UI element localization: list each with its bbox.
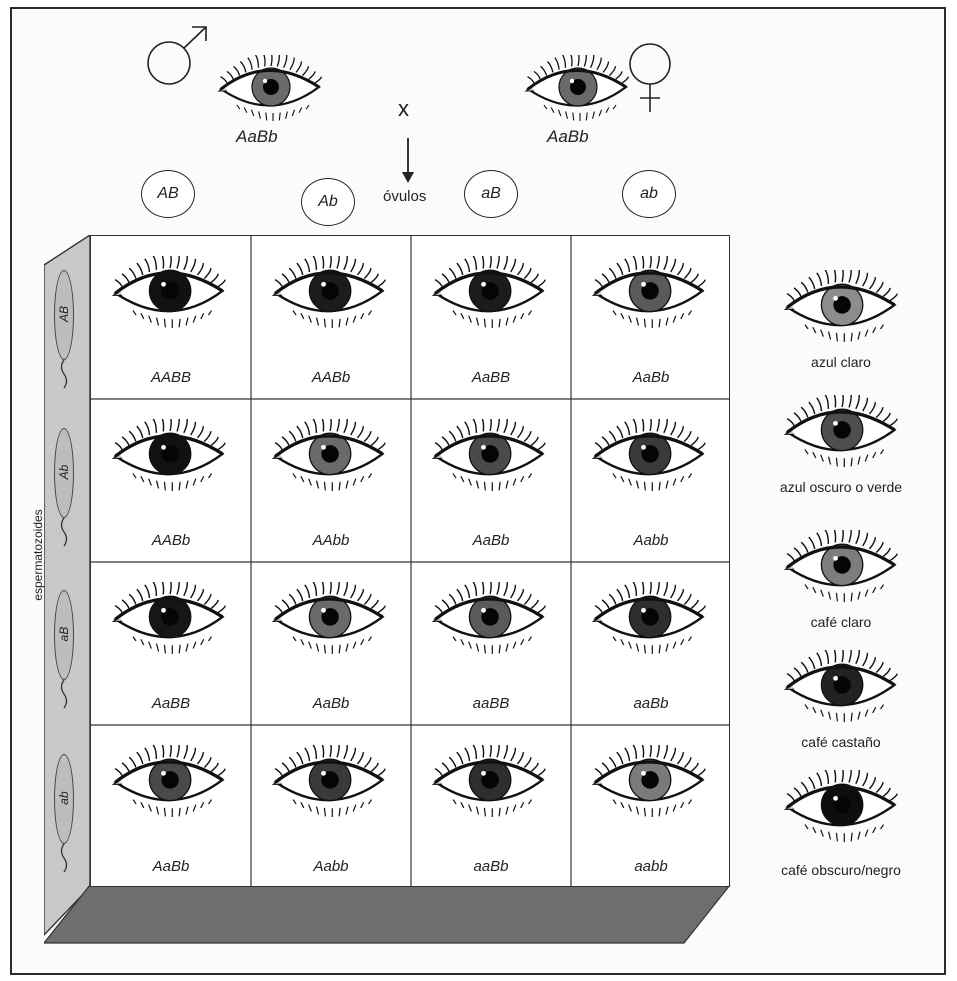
cell-genotype: aaBB xyxy=(411,695,571,712)
punnett-cell: aabb xyxy=(571,725,731,888)
sperm-tail-2 xyxy=(58,518,72,548)
legend-eye-illustration xyxy=(781,650,901,722)
gamete-side-4: ab xyxy=(57,753,71,843)
legend-label: azul claro xyxy=(746,354,936,370)
punnett-cell: AaBb xyxy=(91,725,251,888)
cell-genotype: aaBb xyxy=(571,695,731,712)
punnett-cell: AABB xyxy=(91,236,251,399)
cell-genotype: aabb xyxy=(571,858,731,875)
down-arrow-icon xyxy=(401,138,415,184)
cell-genotype: AABb xyxy=(91,532,251,549)
female-genotype-label: AaBb xyxy=(547,127,589,147)
punnett-cell: aaBB xyxy=(411,562,571,725)
parent-eye-female xyxy=(522,55,632,121)
eye-illustration xyxy=(429,256,549,328)
sperm-tail-1 xyxy=(58,360,72,390)
cell-genotype: AaBB xyxy=(411,369,571,386)
gamete-side-2: Ab xyxy=(57,427,71,517)
punnett-cell: AaBb xyxy=(411,399,571,562)
cell-genotype: Aabb xyxy=(251,858,411,875)
espermatozoides-label: espermatozoides xyxy=(31,475,45,635)
gamete-side-1: AB xyxy=(57,269,71,359)
punnett-cell: AABb xyxy=(251,236,411,399)
punnett-cell: AaBb xyxy=(571,236,731,399)
eye-illustration xyxy=(109,745,229,817)
cell-genotype: aaBb xyxy=(411,858,571,875)
ovulos-label: óvulos xyxy=(383,188,426,205)
legend-label: café claro xyxy=(746,614,936,630)
eye-illustration xyxy=(109,256,229,328)
gamete-side-3: aB xyxy=(57,589,71,679)
eye-illustration xyxy=(109,582,229,654)
eye-illustration xyxy=(269,582,389,654)
punnett-cell: aaBb xyxy=(411,725,571,888)
punnett-cell: AaBB xyxy=(411,236,571,399)
gamete-top-4: ab xyxy=(622,170,676,218)
sperm-tail-3 xyxy=(58,680,72,710)
cell-genotype: AaBb xyxy=(571,369,731,386)
parent-eye-male xyxy=(215,55,325,121)
cell-genotype: AABB xyxy=(91,369,251,386)
punnett-cell: AAbb xyxy=(251,399,411,562)
punnett-cell: Aabb xyxy=(571,399,731,562)
punnett-cell: AaBb xyxy=(251,562,411,725)
legend-label: café obscuro/negro xyxy=(746,862,936,878)
male-symbol-icon xyxy=(140,22,215,88)
grid-bottom-face xyxy=(44,885,734,945)
legend-label: café castaño xyxy=(746,734,936,750)
cell-genotype: AAbb xyxy=(251,532,411,549)
eye-illustration xyxy=(429,419,549,491)
eye-illustration xyxy=(589,256,709,328)
eye-illustration xyxy=(109,419,229,491)
eye-illustration xyxy=(589,745,709,817)
legend-eye-illustration xyxy=(781,270,901,342)
cell-genotype: Aabb xyxy=(571,532,731,549)
legend-eye-illustration xyxy=(781,770,901,842)
cross-sign: x xyxy=(398,96,409,122)
cell-genotype: AaBb xyxy=(91,858,251,875)
punnett-cell: AABb xyxy=(91,399,251,562)
cell-genotype: AaBb xyxy=(411,532,571,549)
gamete-top-2: Ab xyxy=(301,178,355,226)
legend-eye-illustration xyxy=(781,530,901,602)
punnett-cell: AaBB xyxy=(91,562,251,725)
eye-illustration xyxy=(589,582,709,654)
eye-illustration xyxy=(589,419,709,491)
gamete-top-1: AB xyxy=(141,170,195,218)
sperm-tail-4 xyxy=(58,844,72,874)
eye-illustration xyxy=(429,582,549,654)
punnett-cell: Aabb xyxy=(251,725,411,888)
eye-illustration xyxy=(269,745,389,817)
male-genotype-label: AaBb xyxy=(236,127,278,147)
legend-label: azul oscuro o verde xyxy=(746,479,936,495)
eye-illustration xyxy=(269,419,389,491)
cell-genotype: AaBb xyxy=(251,695,411,712)
gamete-top-3: aB xyxy=(464,170,518,218)
eye-illustration xyxy=(269,256,389,328)
cell-genotype: AABb xyxy=(251,369,411,386)
cell-genotype: AaBB xyxy=(91,695,251,712)
legend-eye-illustration xyxy=(781,395,901,467)
punnett-cell: aaBb xyxy=(571,562,731,725)
eye-illustration xyxy=(429,745,549,817)
